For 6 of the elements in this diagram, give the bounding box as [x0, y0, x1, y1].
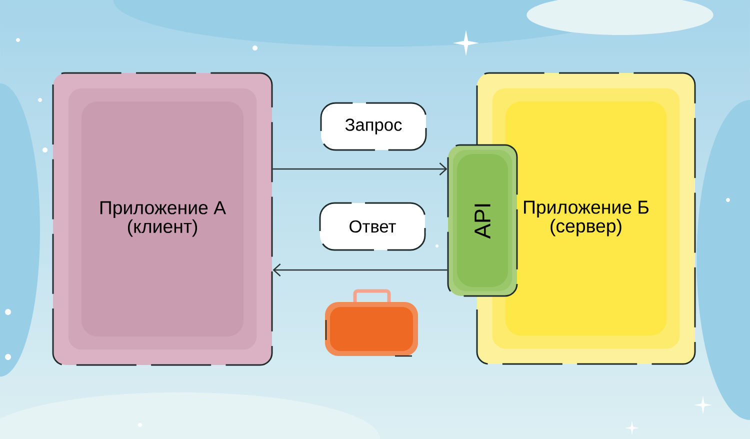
app-box: Приложение А (клиент)	[52, 72, 273, 366]
edge-label: Ответ	[319, 202, 426, 251]
arrow	[272, 162, 448, 176]
edge-label: Запрос	[320, 102, 427, 151]
arrow	[272, 264, 448, 276]
api-box: API	[447, 144, 518, 297]
